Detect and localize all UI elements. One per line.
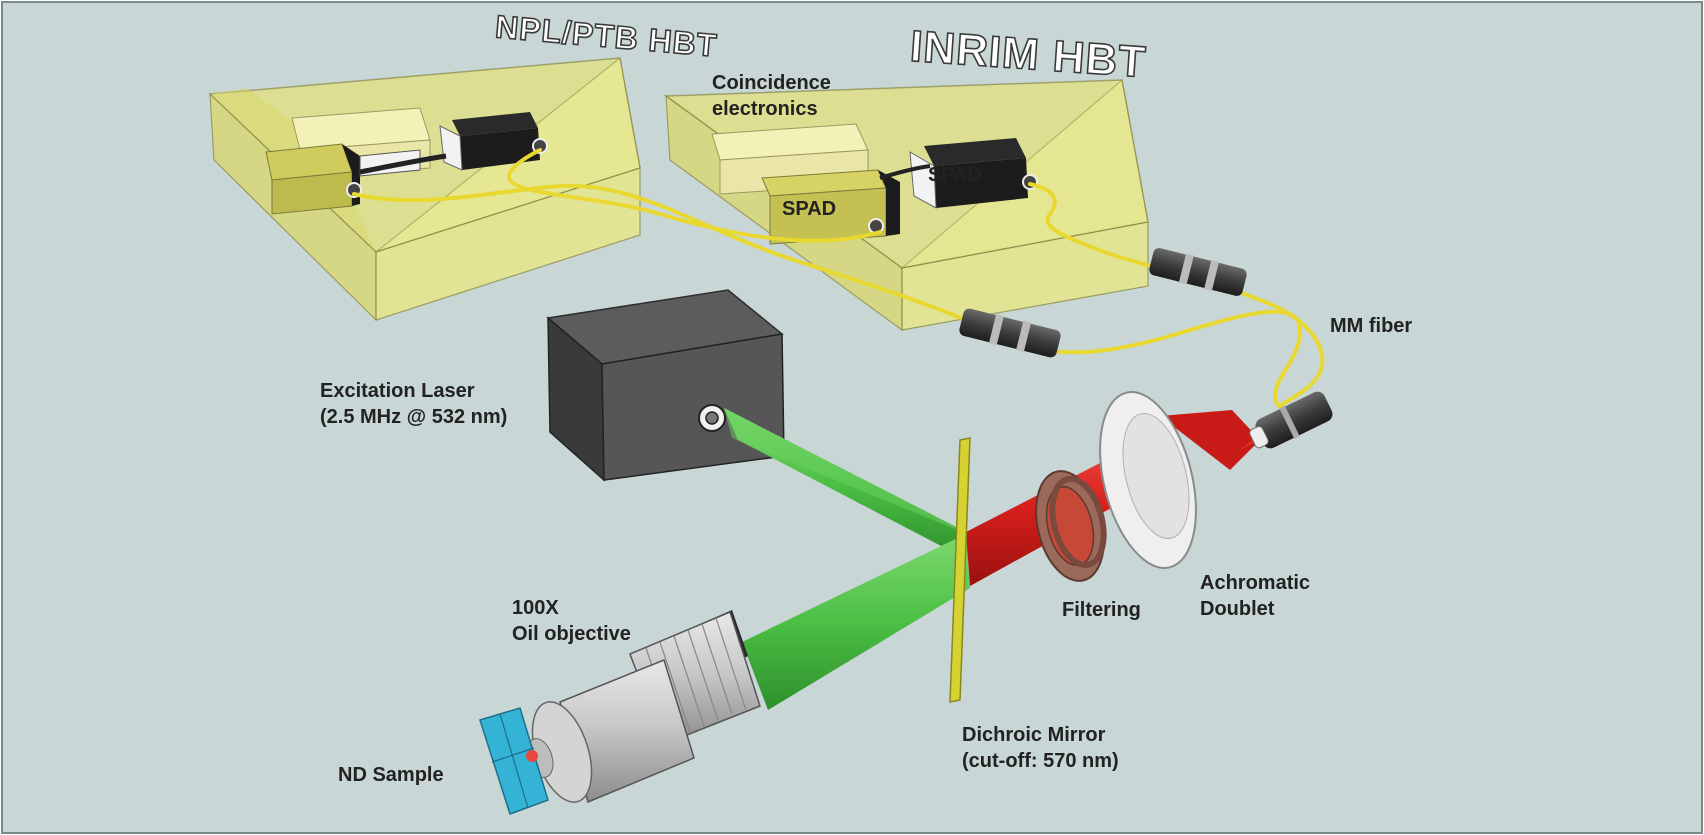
- achromatic-doublet-label: Achromatic Doublet: [1200, 570, 1310, 622]
- mm-fiber-label: MM fiber: [1330, 315, 1413, 337]
- coincidence-line1: Coincidence: [712, 72, 831, 94]
- fiber-connector-icon: [1149, 248, 1247, 296]
- filter-ring-icon: [1035, 470, 1107, 582]
- nd-sample-icon: [479, 707, 549, 815]
- objective-label: 100X Oil objective: [512, 595, 631, 647]
- lens-disc-icon: [1099, 391, 1197, 569]
- mirror-line2: (cut-off: 570 nm): [962, 750, 1119, 772]
- green-excitation-beam: [724, 408, 972, 560]
- fiber-connector-icon: [1249, 391, 1333, 449]
- laser-box-icon: [546, 289, 785, 482]
- objective-lens-icon: [526, 610, 761, 804]
- spad-upper-label: SPAD: [928, 164, 983, 186]
- excitation-laser-label: Excitation Laser (2.5 MHz @ 532 nm): [320, 378, 507, 430]
- inrim-enclosure: [663, 78, 1149, 332]
- coincidence-line2: electronics: [712, 98, 818, 120]
- fiber-connector-icon: [532, 138, 548, 154]
- filtering-label: Filtering: [1062, 599, 1141, 621]
- fiber-connector-icon: [959, 308, 1061, 358]
- green-collection-beam: [742, 534, 970, 710]
- laser-line1: Excitation Laser: [320, 380, 475, 402]
- dichroic-mirror: [949, 437, 971, 703]
- doublet-line2: Doublet: [1200, 598, 1275, 620]
- mirror-line1: Dichroic Mirror: [962, 724, 1106, 746]
- doublet-line1: Achromatic: [1200, 572, 1311, 594]
- coincidence-electronics-label: Coincidence electronics: [712, 70, 831, 122]
- nd-sample-label: ND Sample: [338, 764, 444, 786]
- objective-line1: 100X: [512, 597, 559, 619]
- objective-line2: Oil objective: [512, 623, 631, 645]
- spad-lower-label: SPAD: [782, 198, 837, 220]
- laser-line2: (2.5 MHz @ 532 nm): [320, 406, 508, 428]
- dichroic-mirror-label: Dichroic Mirror (cut-off: 570 nm): [962, 722, 1119, 774]
